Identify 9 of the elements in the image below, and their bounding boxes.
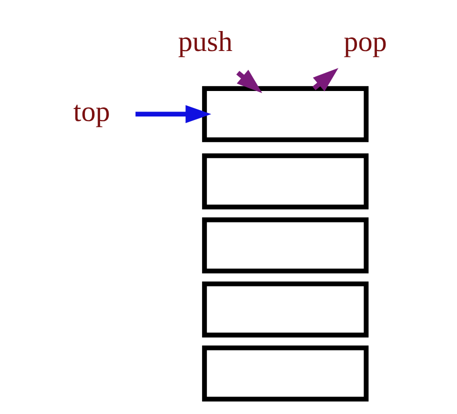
node-box	[202, 345, 369, 402]
node-text: top	[73, 96, 110, 128]
node-box	[202, 217, 369, 274]
node-text: push	[178, 26, 232, 58]
node-box	[202, 153, 369, 210]
node-text: pop	[344, 26, 387, 58]
node-box	[202, 281, 369, 338]
node-box	[202, 86, 369, 142]
arrow	[136, 105, 212, 124]
